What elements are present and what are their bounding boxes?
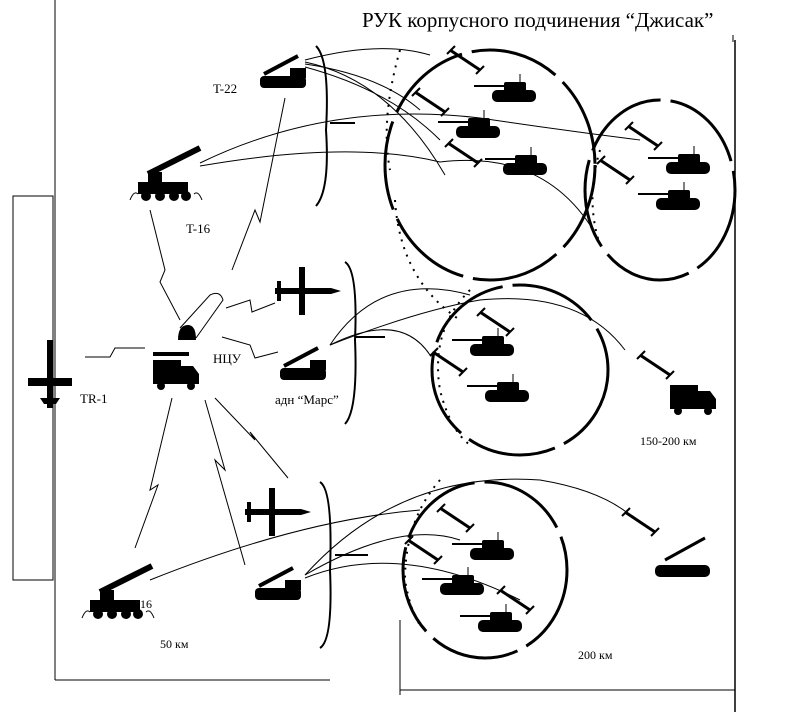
label-range-50: 50 км <box>160 637 189 651</box>
label-mars: адн “Марс” <box>275 392 339 407</box>
label-t16-bottom: 16 <box>140 597 152 611</box>
ncu-command-vehicle <box>153 352 199 390</box>
missile-icon <box>443 137 484 169</box>
t16-launcher-top <box>130 148 202 201</box>
trajectories-bottom <box>149 478 631 601</box>
hatch-zone2 <box>591 149 601 246</box>
data-links <box>85 97 289 566</box>
label-ncu: НЦУ <box>213 351 242 366</box>
missile-icon <box>595 154 636 186</box>
missile-icon <box>495 584 536 616</box>
missile-icon <box>475 306 516 338</box>
missile-icon <box>403 534 444 566</box>
target-zone-2 <box>583 98 737 282</box>
tr1-aircraft <box>28 340 72 408</box>
front-bracket-bottom <box>319 481 332 649</box>
target-zone-1 <box>383 48 597 282</box>
trajectories-middle <box>329 288 626 356</box>
target-zone-3 <box>430 283 610 457</box>
tank-icon <box>637 181 701 211</box>
label-range-200: 200 км <box>578 648 613 662</box>
sam-launcher-icon <box>655 536 710 577</box>
tank-icon <box>466 373 530 403</box>
tank-icon <box>437 109 501 139</box>
label-t16: T-16 <box>186 221 211 236</box>
label-t22: T-22 <box>213 81 237 96</box>
tank-icon <box>459 603 523 633</box>
missile-icon <box>623 120 664 152</box>
tank-icon <box>451 531 515 561</box>
trajectories-top <box>199 48 641 226</box>
t22-launcher <box>258 54 308 90</box>
missile-icon <box>635 349 676 381</box>
front-bracket-middle <box>344 261 357 425</box>
radar-dome <box>178 292 224 340</box>
missile-icon <box>620 506 661 538</box>
label-tr1: TR-1 <box>80 391 107 406</box>
tank-icon <box>484 146 548 176</box>
reconnaissance-uav-middle <box>275 267 341 315</box>
missile-icon <box>435 502 476 534</box>
missile-icon <box>410 86 451 118</box>
tank-icon <box>451 327 515 357</box>
label-range-150-200: 150-200 км <box>640 434 697 448</box>
launcher-bottom-right <box>253 566 303 602</box>
tank-icon <box>647 145 711 175</box>
diagram-title: РУК корпусного подчинения “Джисак” <box>362 8 713 32</box>
reconnaissance-uav-bottom <box>245 488 311 536</box>
target-zone-4 <box>401 480 569 660</box>
front-bracket-top <box>315 45 328 207</box>
radar-truck-icon <box>670 385 716 415</box>
tank-icon <box>473 73 537 103</box>
hatch-zone1-b <box>394 199 461 321</box>
mars-launcher <box>278 346 328 382</box>
missile-icon <box>428 346 469 378</box>
t16-launcher-bottom <box>82 566 154 619</box>
